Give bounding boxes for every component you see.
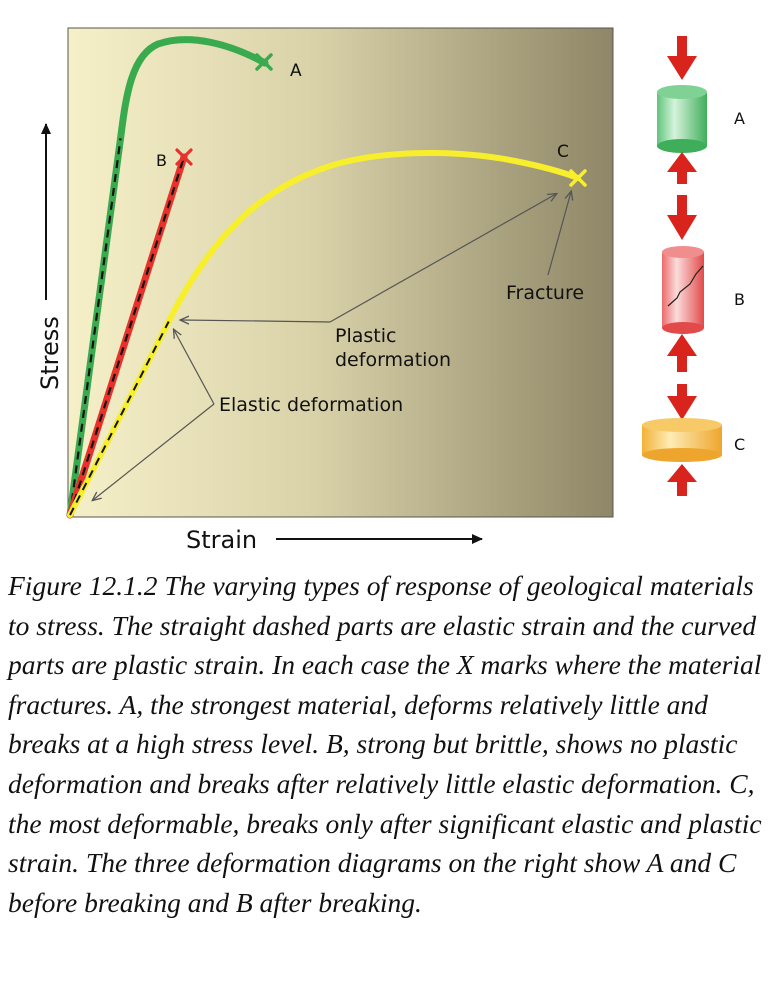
stress-strain-figure: A B C Fracture Plastic deformation Elast… (36, 27, 745, 554)
plastic-leader-left (181, 320, 331, 322)
elastic-leader-down (93, 403, 215, 500)
specimen-column: A B (642, 36, 745, 496)
plastic-annotation-line2: deformation (335, 349, 451, 371)
curve-c (67, 150, 587, 518)
fracture-mark-a (255, 53, 273, 71)
stress-axis-label: Stress (36, 316, 64, 390)
annotation-leaders (93, 192, 571, 500)
specimen-label-b: B (734, 290, 745, 309)
fracture-line-b (667, 265, 704, 307)
curve-b (66, 148, 193, 519)
compression-arrow-top-b (667, 195, 697, 240)
curve-label-b: B (156, 151, 167, 170)
fracture-mark-c (569, 169, 587, 187)
figure-caption: Figure 12.1.2 The varying types of respo… (8, 570, 762, 918)
compression-arrow-bottom-c (667, 464, 697, 496)
compression-arrow-top-a (667, 36, 697, 80)
elastic-leader-up (174, 330, 215, 405)
plastic-annotation-line1: Plastic (335, 325, 396, 347)
stress-axis: Stress (36, 123, 64, 390)
specimen-a: A (657, 36, 745, 184)
compression-arrow-bottom-b (667, 334, 697, 372)
strain-axis-label: Strain (186, 526, 257, 554)
specimen-c: C (642, 384, 745, 496)
plastic-leader-right (329, 194, 556, 323)
curve-a (66, 36, 273, 519)
graph-panel (67, 27, 614, 518)
fracture-mark-b (175, 148, 193, 166)
compression-arrow-top-c (667, 384, 697, 420)
specimen-label-c: C (734, 435, 745, 454)
curve-label-a: A (290, 61, 302, 81)
specimen-b: B (662, 195, 745, 372)
fracture-leader (547, 192, 571, 276)
compression-arrow-bottom-a (667, 152, 697, 184)
elastic-annotation: Elastic deformation (219, 394, 403, 416)
strain-axis: Strain (186, 526, 483, 554)
specimen-label-a: A (734, 109, 745, 128)
curve-label-c: C (557, 142, 569, 162)
fracture-annotation: Fracture (506, 282, 584, 304)
